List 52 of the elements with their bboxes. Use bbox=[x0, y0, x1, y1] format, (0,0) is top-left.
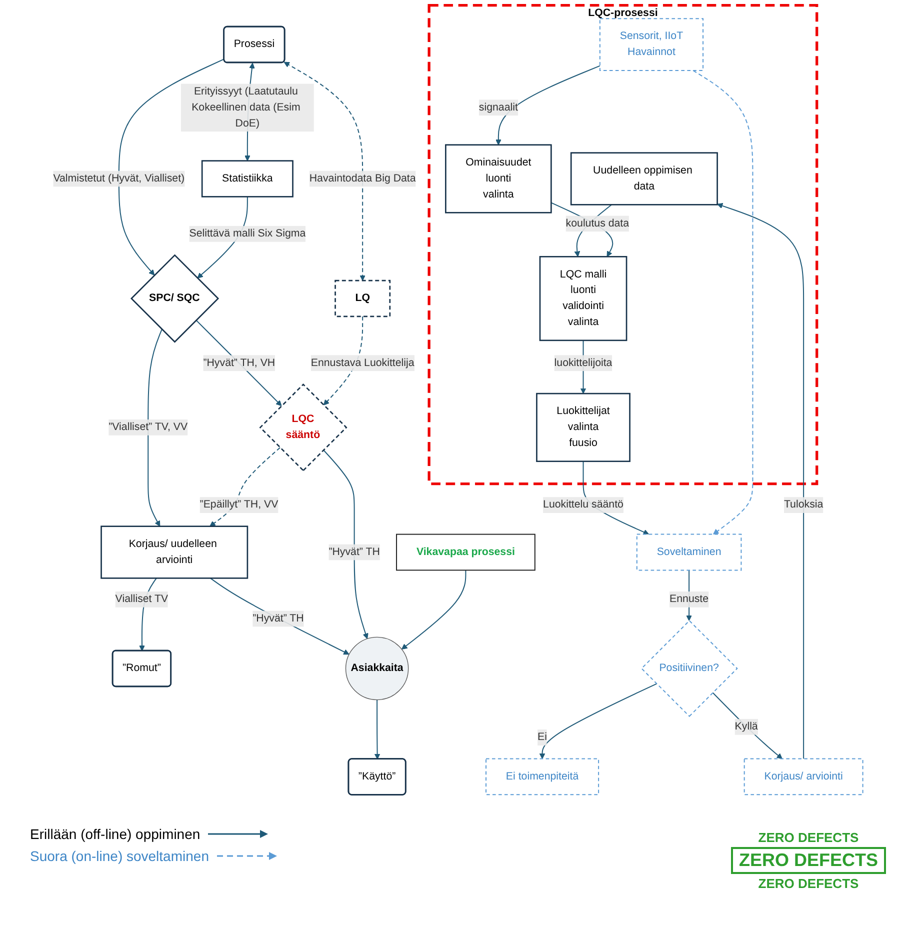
node-box: Sensorit, IIoT Havainnot bbox=[599, 18, 704, 71]
edge-label: ”Hyvät” TH bbox=[328, 546, 380, 558]
arrow bbox=[284, 62, 366, 281]
edge-label: Erityissyyt (Laatutaulu Kokeellinen data (Esim DoE) bbox=[192, 86, 300, 129]
node-box: Korjaus/ uudelleen arviointi bbox=[100, 526, 248, 579]
stamp-text: ZERO DEFECTS bbox=[758, 876, 859, 891]
arrow bbox=[196, 320, 282, 406]
node-box: Soveltaminen bbox=[636, 534, 742, 571]
node-box: Ei toimenpiteitä bbox=[486, 758, 600, 796]
node-diamond: LQC sääntö bbox=[259, 383, 348, 472]
node-box: Ominaisuudet luonti valinta bbox=[445, 144, 552, 214]
legend-text: Suora (on-line) soveltaminen bbox=[30, 848, 209, 864]
arrow bbox=[692, 70, 754, 535]
arrow bbox=[374, 699, 380, 760]
node-box: LQ bbox=[334, 280, 391, 318]
stamp-text: ZERO DEFECTS bbox=[758, 830, 859, 845]
node-box: Korjaus/ arviointi bbox=[744, 758, 864, 796]
edge-label: ”Epäillyt” TH, VV bbox=[200, 499, 278, 510]
edge-label: Valmistetut (Hyvät, Vialliset) bbox=[53, 172, 185, 184]
node-box: LQC malli luonti validointi valinta bbox=[539, 256, 628, 342]
arrow bbox=[118, 58, 225, 276]
node-circle: Asiakkaita bbox=[345, 636, 409, 700]
edge-label: Tuloksia bbox=[784, 499, 824, 510]
arrow bbox=[539, 683, 658, 760]
edge-label: signaalit bbox=[478, 102, 518, 113]
arrow bbox=[712, 692, 782, 760]
edge-label: ”Vialliset” TV, VV bbox=[108, 421, 188, 433]
arrow bbox=[148, 328, 162, 527]
edge-label: koulutus data bbox=[566, 218, 630, 230]
arrow bbox=[401, 570, 466, 650]
edge-label: Kyllä bbox=[734, 720, 758, 732]
legend-text: Erillään (off-line) oppiminen bbox=[30, 826, 200, 842]
edge-label: Vialliset TV bbox=[115, 593, 168, 605]
arrow bbox=[210, 578, 350, 655]
node-box: Luokittelijat valinta fuusio bbox=[536, 392, 630, 462]
edge-label: ”Hyvät” TH bbox=[252, 612, 304, 624]
node-box: Vikavapaa prosessi bbox=[396, 534, 536, 571]
node-box: Uudelleen oppimisen data bbox=[570, 152, 718, 206]
edge-label: Havaintodata Big Data bbox=[309, 172, 416, 184]
edge-label: Ennuste bbox=[670, 593, 709, 605]
edge-label: luokittelijoita bbox=[554, 357, 612, 368]
arrow bbox=[717, 203, 804, 760]
edge-label: Selittävä malli Six Sigma bbox=[189, 228, 306, 240]
node-box: Statistiikka bbox=[201, 160, 294, 198]
arrow bbox=[322, 449, 368, 640]
edge-label: ”Hyvät” TH, VH bbox=[203, 357, 276, 368]
node-diamond: Positiivinen? bbox=[640, 620, 738, 717]
node-diamond: SPC/ SQC bbox=[130, 254, 220, 343]
stamp-text: ZERO DEFECTS bbox=[730, 847, 886, 874]
edge-label: Ennustava Luokittelija bbox=[310, 357, 414, 368]
edge-label: Ei bbox=[538, 732, 548, 743]
edge-label: Luokittelu sääntö bbox=[543, 499, 624, 510]
